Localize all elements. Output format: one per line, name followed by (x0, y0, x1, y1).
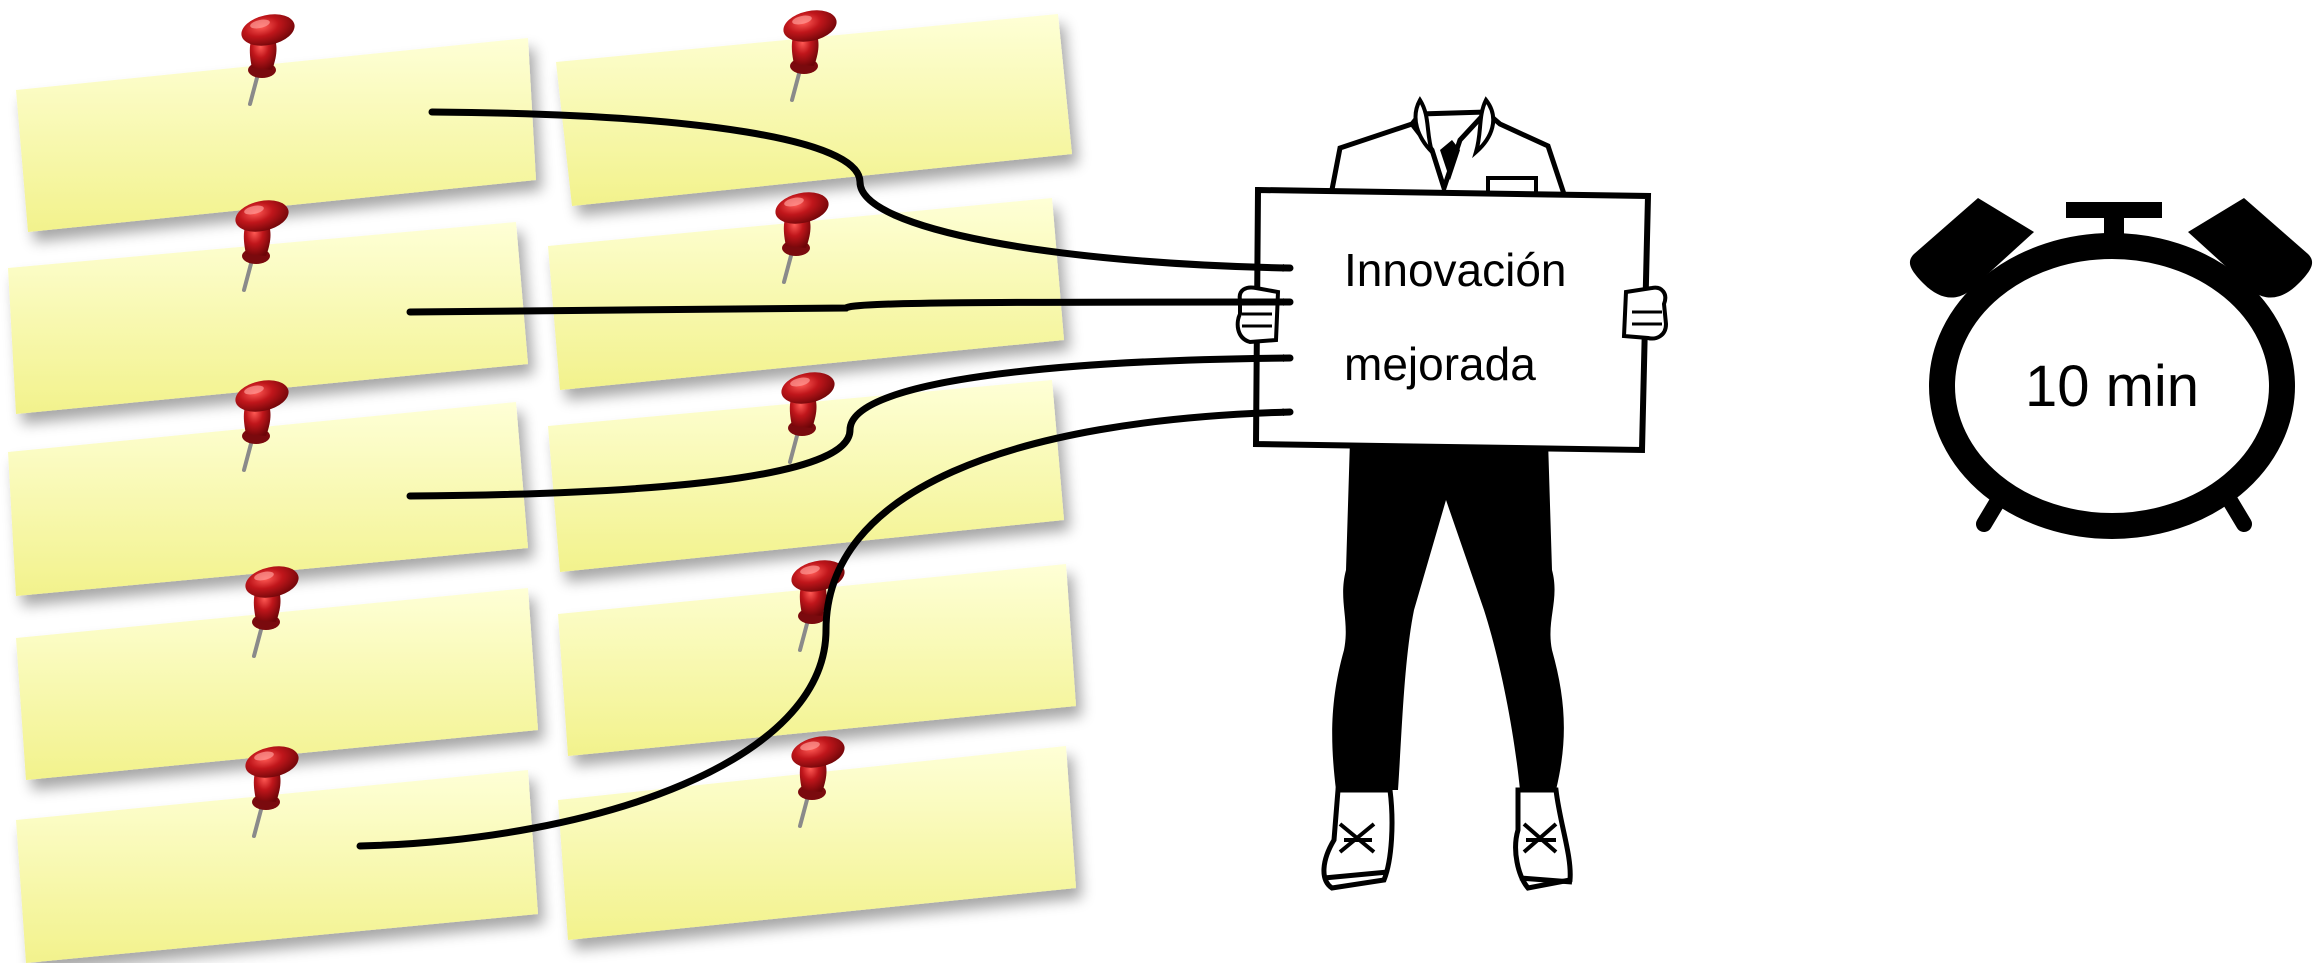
shoe-right (1513, 787, 1573, 891)
arrow-icon (428, 108, 1294, 272)
hand-right (1621, 285, 1669, 341)
note-column-left (8, 38, 538, 963)
alarm-clock-icon: 10 min (1909, 198, 2313, 539)
sign-text-line1: Innovación (1344, 244, 1567, 296)
sticky-note (8, 402, 528, 596)
timer-label: 10 min (2025, 354, 2199, 419)
sign-board: Innovación mejorada (1235, 186, 1669, 454)
sticky-note (8, 222, 528, 414)
sign-text-line2: mejorada (1344, 338, 1536, 390)
arrow-icon (406, 298, 1294, 316)
sticky-note (16, 38, 536, 232)
note-column-right (548, 14, 1076, 940)
connector-arrows (356, 108, 1294, 850)
sticky-note (558, 746, 1076, 940)
shoe-left (1321, 787, 1395, 891)
hand-left (1235, 285, 1281, 345)
sticky-note (16, 588, 538, 780)
sticky-note (16, 770, 538, 963)
arrow-icon (356, 408, 1294, 850)
sticky-note (556, 14, 1072, 206)
sticky-note (548, 198, 1064, 390)
arrow-icon (406, 354, 1294, 500)
sticky-note (548, 380, 1064, 572)
sticky-note (558, 564, 1076, 756)
person-holding-sign-icon (1321, 96, 1573, 891)
